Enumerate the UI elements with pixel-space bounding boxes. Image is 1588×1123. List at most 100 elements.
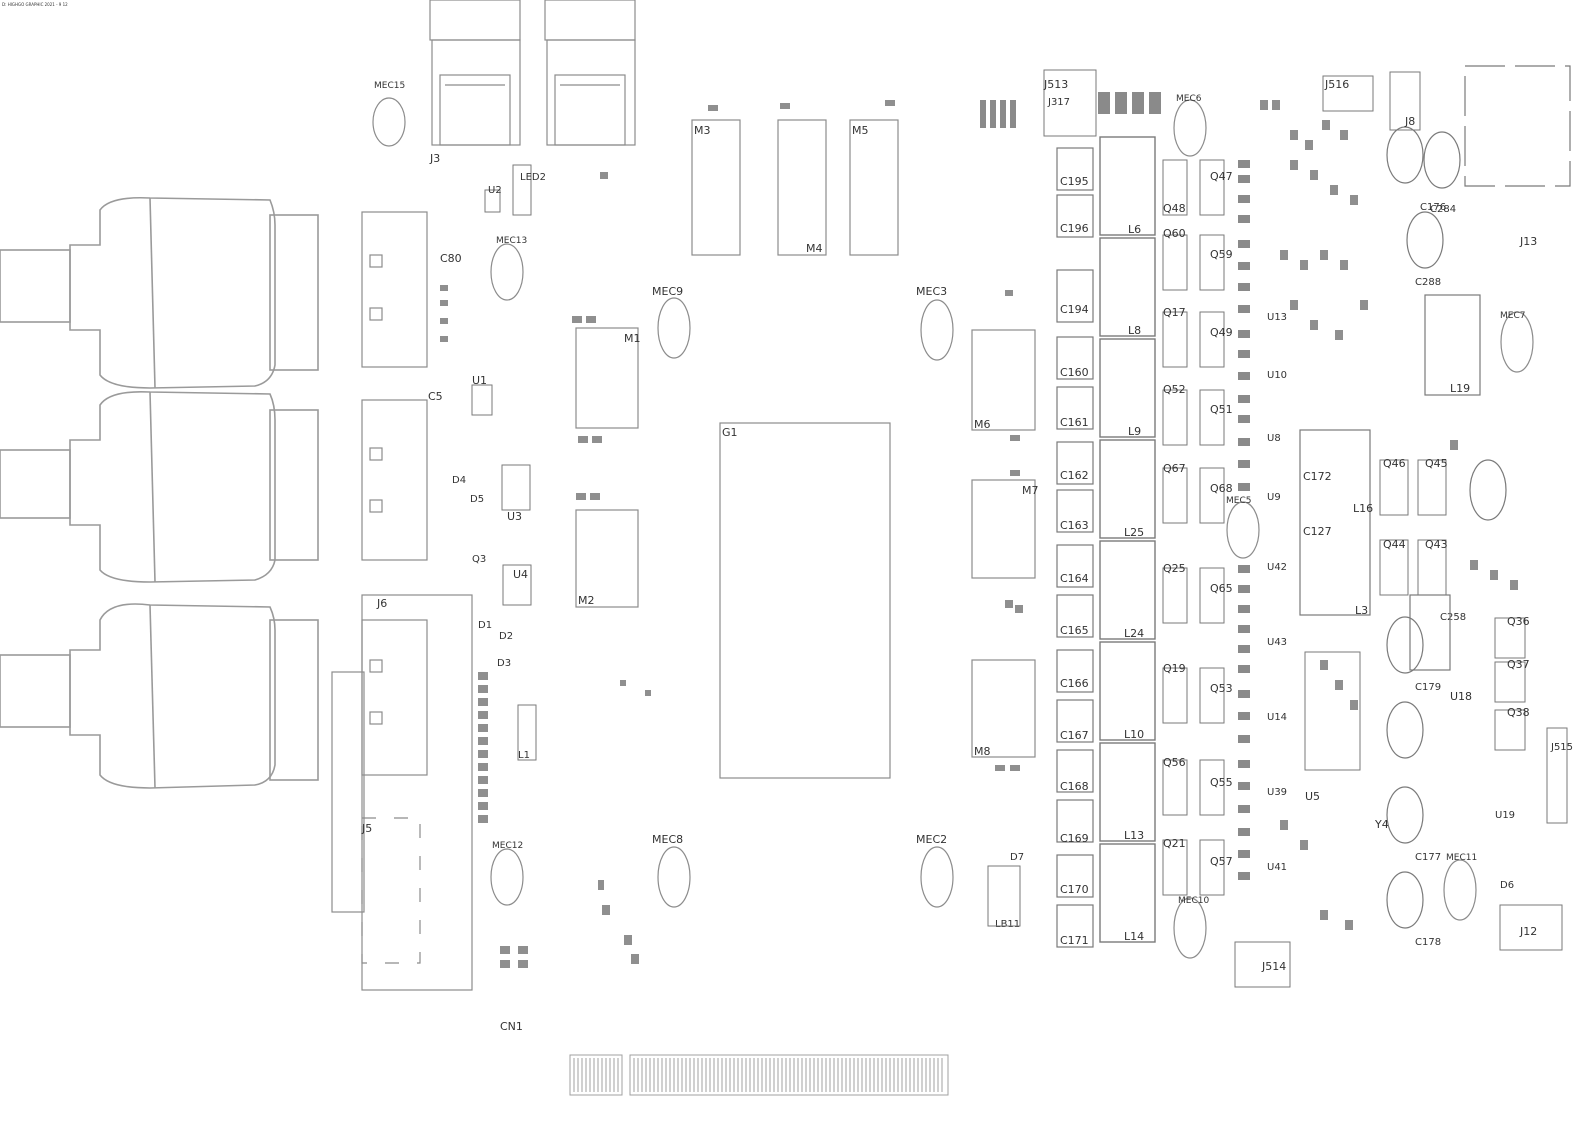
label-q25: Q25 [1163, 562, 1186, 575]
label-c160: C160 [1060, 366, 1089, 379]
right-smd-pads [995, 100, 1518, 930]
label-q3: Q3 [472, 554, 486, 565]
label-mec3: MEC3 [916, 285, 947, 298]
video-connector-middle [0, 390, 319, 583]
label-d3: D3 [497, 658, 511, 669]
gpu-chip [719, 422, 891, 779]
memory-chips [575, 119, 1036, 758]
label-c258: C258 [1440, 612, 1466, 623]
label-l19: L19 [1450, 382, 1470, 395]
video-connector-top [0, 196, 319, 389]
label-j513: J513 [1043, 78, 1068, 91]
label-m3: M3 [694, 124, 711, 137]
label-u1: U1 [472, 374, 487, 387]
label-u14: U14 [1267, 712, 1287, 723]
label-q59: Q59 [1210, 248, 1233, 261]
label-u41: U41 [1267, 862, 1287, 873]
label-mec9: MEC9 [652, 285, 683, 298]
label-q55: Q55 [1210, 776, 1233, 789]
label-c171: C171 [1060, 934, 1089, 947]
label-q21: Q21 [1163, 837, 1186, 850]
bulk-caps [1386, 126, 1507, 929]
label-y4: Y4 [1374, 818, 1389, 831]
label-u10: U10 [1267, 370, 1287, 381]
label-l25: L25 [1124, 526, 1144, 539]
label-mec7: MEC7 [1500, 311, 1525, 321]
vrm-caps-column [1056, 147, 1094, 948]
label-u3: U3 [507, 510, 522, 523]
label-d6: D6 [1500, 880, 1514, 891]
display-port-2 [361, 399, 428, 561]
display-port-3 [331, 594, 473, 991]
left-smd-pads [440, 100, 895, 968]
label-j3: J3 [429, 152, 440, 165]
label-q45: Q45 [1425, 457, 1448, 470]
label-l10: L10 [1124, 728, 1144, 741]
label-m5: M5 [852, 124, 869, 137]
right-mosfets [1379, 459, 1526, 751]
label-j12: J12 [1519, 925, 1537, 938]
label-c170: C170 [1060, 883, 1089, 896]
label-q65: Q65 [1210, 582, 1233, 595]
label-j8: J8 [1404, 115, 1415, 128]
power-inductors [1299, 65, 1571, 671]
label-l1: L1 [518, 750, 530, 761]
label-c284: C284 [1430, 204, 1456, 215]
label-q17: Q17 [1163, 306, 1186, 319]
vrm-mosfets [1162, 159, 1225, 896]
label-c164: C164 [1060, 572, 1089, 585]
label-u42: U42 [1267, 562, 1287, 573]
label-q38: Q38 [1507, 706, 1530, 719]
label-q43: Q43 [1425, 538, 1448, 551]
label-c195: C195 [1060, 175, 1089, 188]
label-u19: U19 [1495, 810, 1515, 821]
label-d2: D2 [499, 631, 513, 642]
label-l13: L13 [1124, 829, 1144, 842]
label-c165: C165 [1060, 624, 1089, 637]
left-ics [471, 164, 537, 761]
label-q53: Q53 [1210, 682, 1233, 695]
pwm-controller [1304, 651, 1361, 771]
label-c172: C172 [1303, 470, 1332, 483]
label-q52: Q52 [1163, 383, 1186, 396]
label-q47: Q47 [1210, 170, 1233, 183]
label-lb11: LB11 [995, 919, 1020, 930]
label-l9: L9 [1128, 425, 1141, 438]
label-l16: L16 [1353, 502, 1373, 515]
label-mec15: MEC15 [374, 81, 405, 91]
label-mec10: MEC10 [1178, 896, 1209, 906]
pcie-edge-connector [569, 1054, 949, 1096]
label-c127: C127 [1303, 525, 1332, 538]
label-g1: G1 [722, 426, 738, 439]
label-q36: Q36 [1507, 615, 1530, 628]
label-c161: C161 [1060, 416, 1089, 429]
label-c80: C80 [440, 252, 462, 265]
label-c178: C178 [1415, 937, 1441, 948]
label-l3: L3 [1355, 604, 1368, 617]
label-d1: D1 [478, 620, 492, 631]
label-m2: M2 [578, 594, 595, 607]
label-l24: L24 [1124, 627, 1144, 640]
label-m7: M7 [1022, 484, 1039, 497]
label-mec5: MEC5 [1226, 496, 1251, 506]
label-d7: D7 [1010, 852, 1024, 863]
label-j317: J317 [1047, 97, 1070, 108]
label-l8: L8 [1128, 324, 1141, 337]
label-mec12: MEC12 [492, 841, 523, 851]
label-j515: J515 [1550, 742, 1573, 753]
label-c166: C166 [1060, 677, 1089, 690]
rj-jack-2 [544, 0, 636, 146]
label-q46: Q46 [1383, 457, 1406, 470]
label-q56: Q56 [1163, 756, 1186, 769]
label-q49: Q49 [1210, 326, 1233, 339]
label-j6: J6 [376, 597, 387, 610]
label-l14: L14 [1124, 930, 1144, 943]
label-c176: C176 [1420, 202, 1446, 213]
label-c179: C179 [1415, 682, 1441, 693]
label-q44: Q44 [1383, 538, 1406, 551]
label-q19: Q19 [1163, 662, 1186, 675]
label-c5: C5 [428, 390, 443, 403]
label-c169: C169 [1060, 832, 1089, 845]
label-q67: Q67 [1163, 462, 1186, 475]
